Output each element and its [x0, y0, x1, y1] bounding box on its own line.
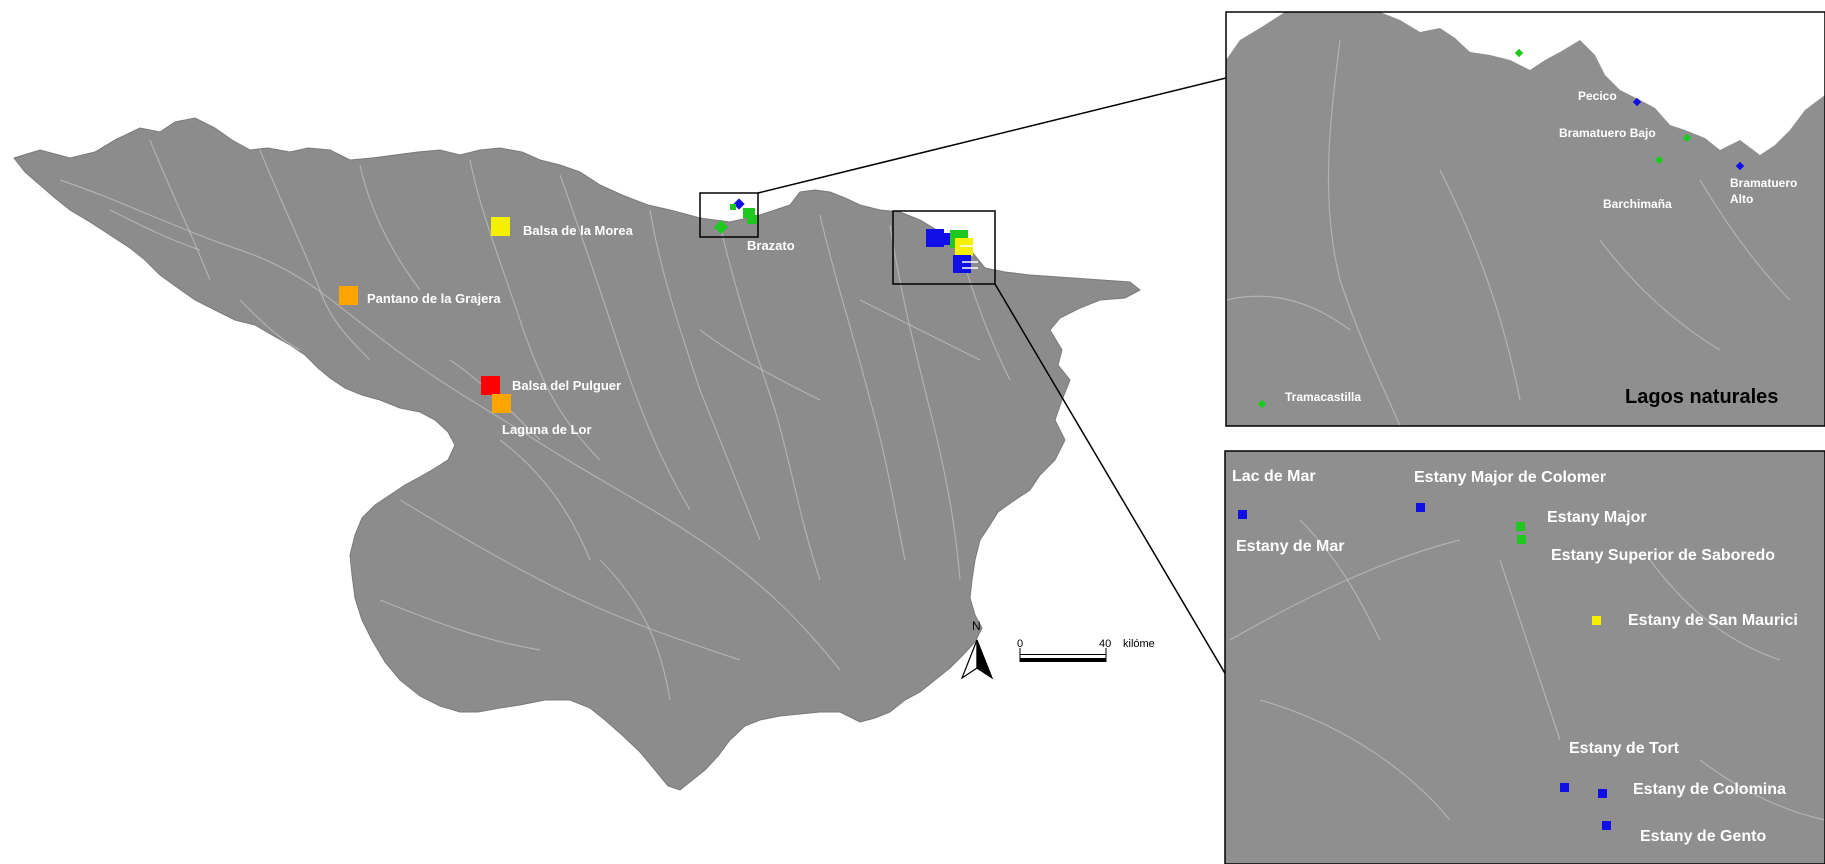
label-bramatuero-bajo: Bramatuero Bajo: [1559, 126, 1656, 140]
scale-unit: kilómetros: [1123, 638, 1174, 650]
label-brazato: Brazato: [747, 238, 795, 253]
scale-end: 40: [1099, 638, 1111, 650]
brazato-markers: [713, 198, 757, 235]
north-label: N: [972, 619, 981, 633]
inset-top-terrain: [1226, 12, 1825, 426]
label-lac-de-mar: Lac de Mar: [1232, 468, 1316, 485]
marker-pantano-grajera: [339, 286, 358, 305]
label-estany-de-tort: Estany de Tort: [1569, 740, 1680, 757]
label-pecico: Pecico: [1578, 89, 1617, 103]
scale-bar: 0 40 kilómetros: [1017, 638, 1174, 662]
marker-balsa-morea: [491, 217, 510, 236]
marker-estany-de-colomina: [1598, 789, 1607, 798]
label-laguna-lor: Laguna de Lor: [502, 422, 592, 437]
zoom-box-aiguestortes: [892, 210, 996, 285]
inset-top: Campoplano Pecico Bramatuero Bajo Barchi…: [1225, 11, 1825, 427]
label-estany-major: Estany Major: [1547, 509, 1647, 526]
ebro-basin-shape: [13, 117, 1141, 791]
label-estany-san-maurici: Estany de San Maurici: [1628, 612, 1798, 629]
marker-estany-major-colomer: [1416, 503, 1425, 512]
aiguestortes-markers: [926, 229, 978, 273]
label-barchimana: Barchimaña: [1603, 197, 1672, 211]
label-pantano-grajera: Pantano de la Grajera: [367, 291, 501, 306]
label-estany-major-colomer: Estany Major de Colomer: [1414, 469, 1606, 486]
label-estany-superior-saboredo: Estany Superior de Saboredo: [1551, 547, 1775, 564]
marker-lac-de-mar: [1238, 510, 1247, 519]
label-estany-de-colomina: Estany de Colomina: [1633, 781, 1786, 798]
zoom-box-brazato: [699, 192, 759, 238]
marker-tramacastilla: [1257, 399, 1267, 409]
marker-laguna-lor: [492, 394, 511, 413]
inset-bottom: Lac de Mar Estany de Mar Estany Major de…: [1224, 450, 1825, 864]
label-campoplano: Campoplano: [1451, 20, 1524, 34]
connector-line-top: [757, 77, 1227, 194]
marker-estany-de-gento: [1602, 821, 1611, 830]
north-arrow-icon: N: [960, 619, 994, 680]
label-bramatuero-alto-line2: Alto: [1730, 192, 1753, 206]
connector-line-bottom: [994, 283, 1227, 676]
scale-start: 0: [1017, 638, 1023, 650]
label-estany-de-gento: Estany de Gento: [1640, 828, 1766, 845]
label-balsa-pulguer: Balsa del Pulguer: [512, 378, 621, 393]
marker-estany-superior-saboredo: [1517, 535, 1526, 544]
marker-balsa-pulguer: [481, 376, 500, 395]
inset-top-title: Lagos naturales: [1625, 386, 1778, 408]
marker-estany-san-maurici: [1592, 616, 1601, 625]
label-tramacastilla: Tramacastilla: [1285, 390, 1361, 404]
marker-estany-major: [1516, 522, 1525, 531]
label-estany-de-mar: Estany de Mar: [1236, 538, 1344, 555]
label-balsa-morea: Balsa de la Morea: [523, 223, 634, 238]
marker-estany-de-tort: [1560, 783, 1569, 792]
label-bramatuero-alto-line1: Bramatuero: [1730, 176, 1797, 190]
main-map: Balsa de la Morea Pantano de la Grajera …: [13, 77, 1227, 791]
